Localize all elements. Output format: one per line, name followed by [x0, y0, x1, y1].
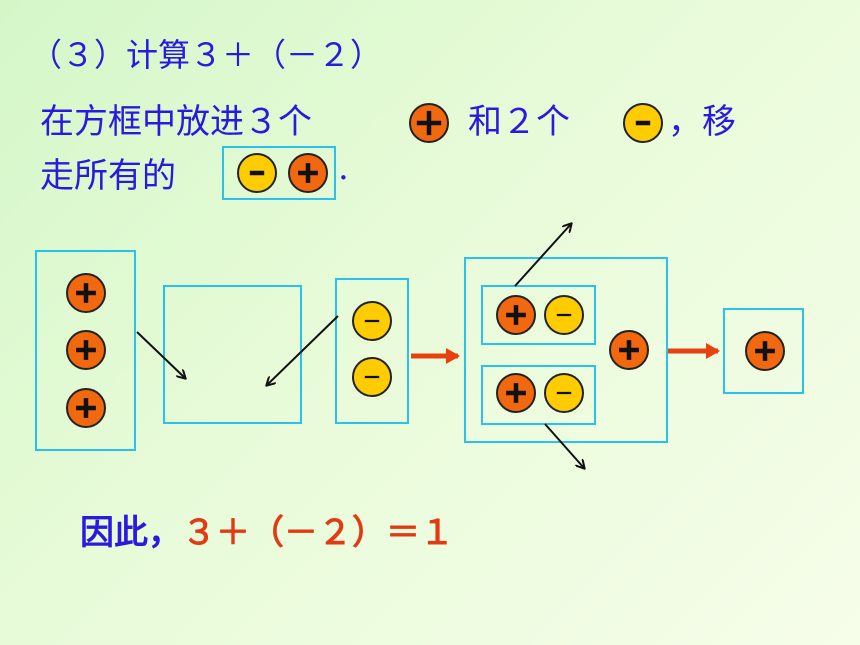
instruction-line-1b: 和２个: [468, 94, 570, 143]
instruction-text-c: ，移: [668, 102, 736, 142]
plus-token-icon: [609, 330, 649, 370]
minus-token-icon: [237, 153, 277, 193]
plus-token-icon: [409, 103, 449, 143]
minus-token-icon: [623, 103, 663, 143]
conclusion-equation: ３＋（－２）＝１: [182, 513, 454, 553]
instruction-line-1c: ，移: [668, 94, 736, 143]
instruction-text-a: 在方框中放进３个: [40, 102, 312, 142]
instruction-text-d: 走所有的: [40, 156, 176, 196]
plus-token-icon: [496, 373, 536, 413]
minus-token-icon: [352, 301, 392, 341]
plus-token-icon: [496, 295, 536, 335]
conclusion-prefix: 因此，: [80, 513, 182, 553]
minus-token-icon: [544, 373, 584, 413]
page-title: （３）计算３＋（－２）: [30, 36, 383, 74]
pair-box-inline: [222, 146, 336, 200]
instruction-line-2b: .: [338, 148, 349, 188]
plus-token-icon: [66, 330, 106, 370]
instruction-line-2: 走所有的: [40, 148, 176, 197]
minus-token-icon: [352, 357, 392, 397]
plus-token-icon: [66, 388, 106, 428]
plus-token-icon: [288, 153, 328, 193]
box-result: [723, 308, 804, 394]
instruction-period: .: [338, 148, 349, 188]
minus-token-icon: [544, 295, 584, 335]
plus-token-icon: [745, 331, 785, 371]
box-empty: [163, 285, 302, 424]
instruction-line-1: 在方框中放进３个: [40, 94, 312, 143]
plus-token-icon: [66, 273, 106, 313]
pair-box-bottom: [481, 365, 596, 425]
conclusion-line: 因此，３＋（－２）＝１: [80, 505, 454, 554]
instruction-text-b: 和２个: [468, 102, 570, 142]
box-two-minus: [335, 278, 409, 424]
box-three-plus: [35, 250, 136, 451]
